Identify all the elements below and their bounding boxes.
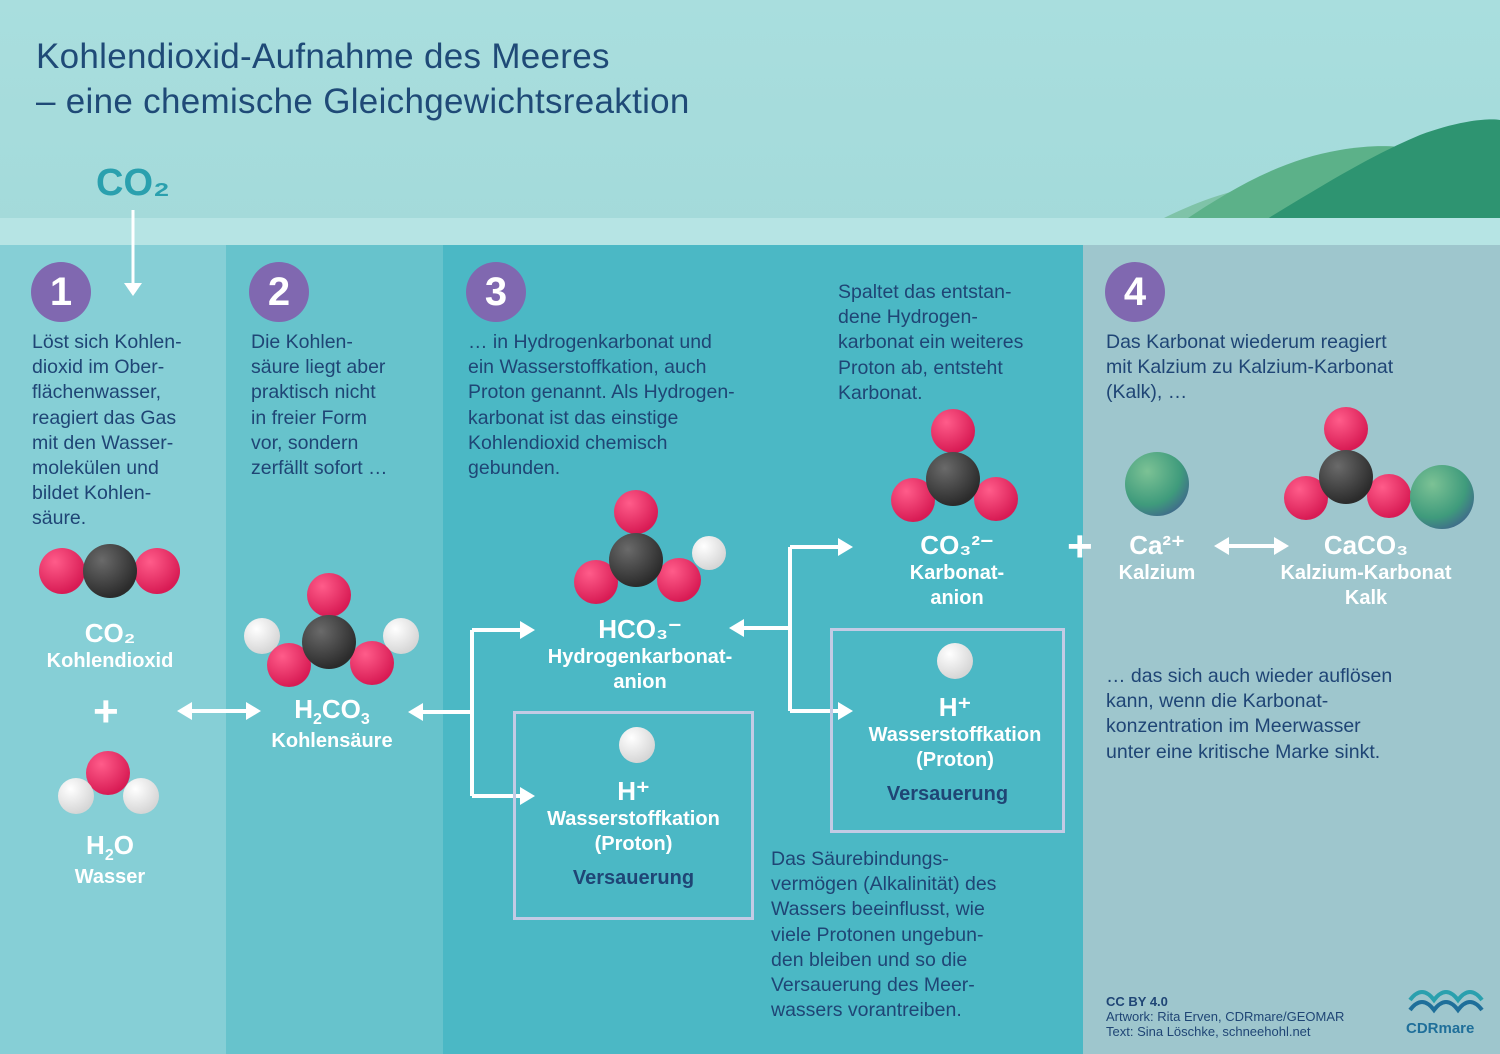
proton-2-sphere — [937, 643, 973, 679]
credits: CC BY 4.0 Artwork: Rita Erven, CDRmare/G… — [1106, 994, 1396, 1039]
co3-formula: CO₃²⁻ — [920, 530, 994, 560]
hco3-molecule — [574, 490, 726, 604]
equilibrium-arrow-1 — [177, 702, 261, 720]
h2co3-molecule — [244, 573, 419, 687]
calcium-formula: Ca²⁺ — [1129, 530, 1185, 560]
proton-2-label: H⁺ Wasserstoffkation (Proton) Versauerun… — [830, 692, 1080, 806]
co2-formula: CO₂ — [84, 618, 136, 648]
proton-2-name-2: (Proton) — [916, 749, 994, 771]
title-line-1: Kohlendioxid-Aufnahme des Meeres — [36, 37, 610, 76]
page-title: Kohlendioxid-Aufnahme des Meeres – eine … — [36, 34, 690, 124]
h2o-molecule — [58, 751, 159, 814]
co2-name: Kohlendioxid — [46, 650, 174, 672]
step-1-badge: 1 — [31, 262, 91, 322]
hco3-name-1: Hydrogenkarbonat- — [547, 646, 733, 668]
panel-step-1 — [0, 245, 226, 1054]
h2o-formula: H2O — [86, 830, 134, 865]
co3-label: CO₃²⁻ Karbonat- anion — [867, 530, 1047, 611]
proton-box-2 — [830, 628, 1065, 833]
h2co3-formula: H2CO3 — [294, 694, 370, 729]
step-4b-text: … das sich auch wieder auflösen kann, we… — [1106, 665, 1393, 763]
hco3-label: HCO₃⁻ Hydrogenkarbonat- anion — [520, 614, 760, 695]
proton-1-formula: H⁺ — [617, 776, 650, 806]
water-surface — [0, 218, 1500, 245]
proton-1-name-2: (Proton) — [594, 833, 673, 855]
equilibrium-arrow-2 — [1214, 537, 1289, 555]
proton-box-1 — [513, 711, 754, 920]
proton-2-effect: Versauerung — [886, 783, 1009, 805]
credits-license: CC BY 4.0 — [1106, 994, 1168, 1009]
panel-step-4 — [1083, 245, 1500, 1054]
proton-1-label: H⁺ Wasserstoffkation (Proton) Versauerun… — [513, 776, 754, 890]
credits-text: Text: Sina Löschke, schneehohl.net — [1106, 1024, 1311, 1039]
step-3b-text: Spaltet das entstan- dene Hydrogen- karb… — [838, 281, 1024, 404]
proton-2-name-1: Wasserstoffkation — [868, 724, 1042, 746]
co3-name-1: Karbonat- — [909, 562, 1005, 584]
h2o-name: Wasser — [74, 866, 146, 889]
co3-name-2: anion — [930, 587, 984, 609]
alkalinity-text: Das Säurebindungs- vermögen (Alkalinität… — [771, 848, 997, 1022]
caco3-label: CaCO₃ Kalzium-Karbonat Kalk — [1256, 530, 1476, 611]
co3-molecule — [891, 409, 1018, 522]
calcium-label: Ca²⁺ Kalzium — [1097, 530, 1217, 586]
split-arrow-1-heads — [408, 621, 535, 805]
cdrmare-logo-waves — [1408, 990, 1484, 1014]
h2o-label: H2O Wasser — [20, 830, 200, 890]
split-arrow-2-heads — [729, 538, 853, 720]
proton-1-sphere — [619, 727, 655, 763]
hco3-formula: HCO₃⁻ — [598, 614, 682, 644]
title-line-2: – eine chemische Gleichgewichtsreaktion — [36, 82, 690, 121]
step-1-text: Löst sich Kohlen- dioxid im Ober- fläche… — [32, 331, 182, 530]
split-arrow-1 — [420, 628, 522, 798]
proton-1-name-1: Wasserstoffkation — [547, 808, 720, 830]
proton-2-formula: H⁺ — [938, 692, 972, 722]
hills-illustration — [1160, 119, 1500, 232]
plus-sign-2: + — [1067, 522, 1093, 571]
co2-atmosphere-label: CO₂ — [96, 162, 170, 204]
calcium-name: Kalzium — [1118, 562, 1196, 584]
h2co3-name: Kohlensäure — [271, 730, 393, 753]
step-4-badge: 4 — [1105, 262, 1165, 322]
hill-front — [1245, 119, 1500, 232]
hco3-name-2: anion — [613, 671, 667, 693]
co2-down-arrow — [124, 210, 142, 296]
caco3-name-2: Kalk — [1344, 587, 1388, 609]
step-3-text: … in Hydrogenkarbonat und ein Wasserstof… — [468, 331, 735, 480]
proton-1-effect: Versauerung — [572, 867, 695, 889]
step-2-text: Die Kohlen- säure liegt aber praktisch n… — [251, 331, 388, 480]
credits-artwork: Artwork: Rita Erven, CDRmare/GEOMAR — [1106, 1009, 1345, 1024]
step-4-text: Das Karbonat wiederum reagiert mit Kalzi… — [1106, 331, 1394, 404]
co2-label: CO₂ Kohlendioxid — [20, 618, 200, 674]
h2co3-label: H2CO3 Kohlensäure — [242, 694, 422, 754]
step-3-badge: 3 — [466, 262, 526, 322]
plus-sign-1: + — [93, 687, 119, 736]
caco3-formula: CaCO₃ — [1323, 530, 1409, 560]
step-2-badge: 2 — [249, 262, 309, 322]
cdrmare-logo: CDRmare — [1406, 1020, 1475, 1037]
calcium-sphere — [1125, 452, 1189, 516]
co2-molecule — [39, 544, 180, 598]
caco3-molecule — [1284, 407, 1474, 529]
caco3-name-1: Kalzium-Karbonat — [1280, 562, 1452, 584]
